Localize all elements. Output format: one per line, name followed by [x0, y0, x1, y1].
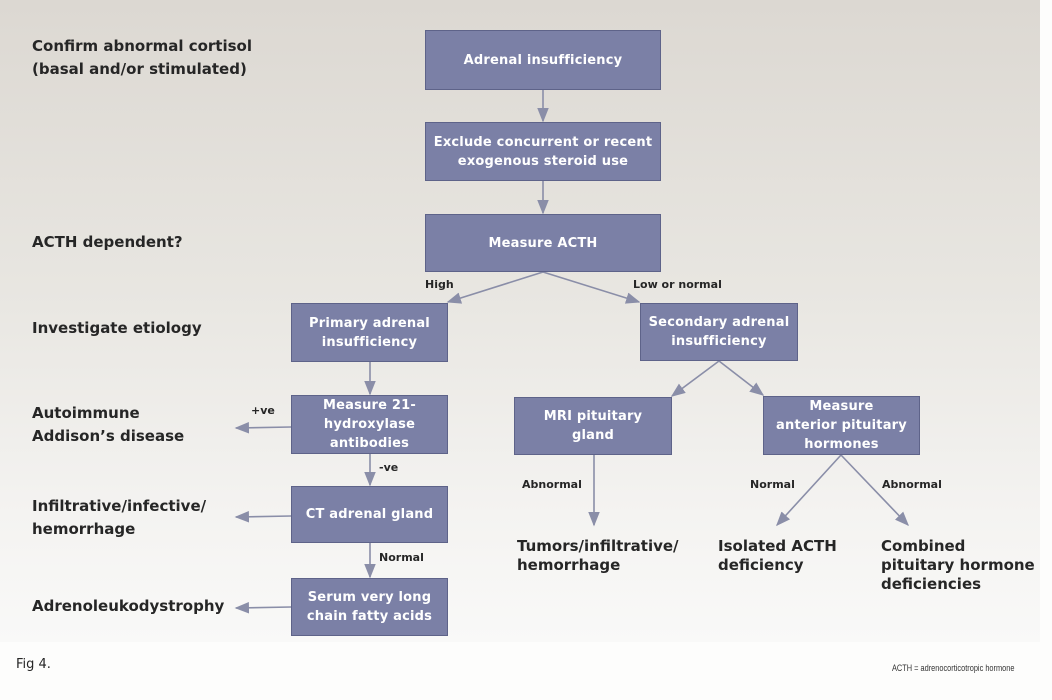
node-label: Measure anterior pituitary hormones	[776, 399, 907, 452]
edge-label-anterior-normal: Normal	[750, 478, 795, 491]
arrow-21-to-autoimmune	[234, 422, 292, 434]
figure-caption: Fig 4.	[16, 657, 51, 672]
edge-label-low-or-normal: Low or normal	[633, 278, 722, 291]
node-label: CT adrenal gland	[305, 507, 434, 522]
arrow-anterior-to-isolated	[776, 454, 842, 527]
node-label: Measure ACTH	[488, 235, 598, 251]
node-primary-adrenal: Primary adrenal insufficiency	[291, 303, 448, 362]
node-mri-pituitary: MRI pituitary gland	[514, 397, 672, 455]
stage-confirm-cortisol: Confirm abnormal cortisol (basal and/or …	[32, 37, 252, 78]
stage-infiltrative: Infiltrative/infective/ hemorrhage	[32, 497, 207, 538]
arrow-secondary-to-anterior	[718, 360, 765, 396]
arrow-acth-to-secondary	[542, 271, 641, 304]
edge-label-high: High	[425, 278, 454, 291]
arrow-anterior-to-combined	[840, 454, 909, 527]
node-label: Primary adrenal insufficiency	[309, 315, 430, 350]
stage-investigate-etiology: Investigate etiology	[32, 319, 202, 337]
abbreviation-footnote: ACTH = adrenocorticotropic hormone	[892, 663, 1015, 673]
node-label: Measure 21- hydroxylase antibodies	[323, 398, 416, 451]
edge-label-mri-abnormal: Abnormal	[522, 478, 582, 491]
edge-label-ct-normal: Normal	[379, 551, 424, 564]
outcome-combined-pituitary: Combined pituitary hormone deficiencies	[881, 537, 1035, 593]
node-measure-21-hydroxylase: Measure 21- hydroxylase antibodies	[291, 395, 448, 454]
node-adrenal-insufficiency: Adrenal insufficiency	[425, 30, 661, 90]
node-label: MRI pituitary gland	[543, 409, 643, 443]
node-exclude-steroid: Exclude concurrent or recent exogenous s…	[425, 122, 661, 181]
arrow-ct-to-infiltrative	[234, 511, 292, 523]
arrow-serum-to-adrenoleuko	[234, 602, 292, 614]
diagram-panel	[0, 0, 1040, 642]
stage-autoimmune-addisons: Autoimmune Addison’s disease	[32, 404, 185, 445]
node-secondary-adrenal: Secondary adrenal insufficiency	[640, 303, 798, 361]
node-label: Exclude concurrent or recent exogenous s…	[433, 134, 653, 169]
arrow-secondary-to-mri	[670, 360, 720, 397]
node-serum-vlcfa: Serum very long chain fatty acids	[291, 578, 448, 636]
edge-label-positive: +ve	[251, 404, 275, 417]
node-measure-acth: Measure ACTH	[425, 214, 661, 272]
stage-adrenoleukodystrophy: Adrenoleukodystrophy	[32, 597, 225, 615]
stage-acth-dependent: ACTH dependent?	[32, 233, 183, 251]
node-ct-adrenal: CT adrenal gland	[291, 486, 448, 543]
outcome-tumors: Tumors/infiltrative/ hemorrhage	[517, 537, 679, 574]
arrow-acth-to-primary	[446, 271, 544, 304]
node-label: Serum very long chain fatty acids	[306, 590, 433, 624]
node-label: Secondary adrenal insufficiency	[648, 315, 790, 349]
node-label: Adrenal insufficiency	[463, 52, 623, 68]
outcome-isolated-acth: Isolated ACTH deficiency	[718, 537, 837, 574]
edge-label-negative: -ve	[379, 461, 399, 474]
node-measure-anterior-pituitary: Measure anterior pituitary hormones	[763, 396, 920, 455]
edge-label-anterior-abnormal: Abnormal	[882, 478, 942, 491]
